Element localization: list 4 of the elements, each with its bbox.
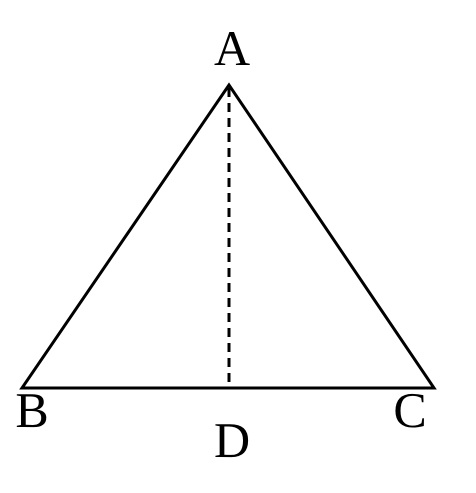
vertex-label: C [393, 385, 427, 435]
point-label: D [214, 415, 250, 465]
vertex-label: A [214, 23, 250, 73]
vertex-label: B [15, 385, 49, 435]
